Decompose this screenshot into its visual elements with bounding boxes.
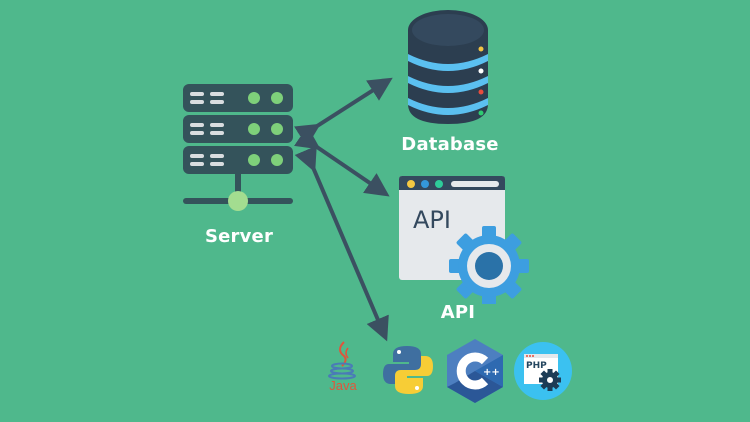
php-label: PHP: [526, 361, 547, 371]
database-node: [406, 8, 490, 126]
server-node: [183, 84, 295, 212]
api-window-icon: API: [399, 176, 529, 304]
arrow-server-database: [294, 77, 393, 147]
api-node: API: [399, 176, 531, 304]
java-node: Java: [326, 340, 360, 400]
database-label: Database: [401, 134, 499, 155]
cpp-plus-text: ++: [483, 367, 500, 378]
api-window-text: API: [413, 206, 451, 234]
arrow-server-languages: [294, 145, 389, 342]
php-icon: PHP: [514, 342, 572, 400]
python-node: [383, 344, 433, 396]
database-icon: [408, 10, 488, 124]
java-label: Java: [329, 378, 357, 393]
gear-icon: [449, 226, 529, 304]
java-icon: [328, 341, 356, 380]
cpp-icon: ++: [447, 339, 503, 403]
python-icon: [383, 346, 433, 394]
cpp-node: ++: [447, 339, 503, 403]
server-icon: [183, 84, 293, 211]
php-node: PHP: [514, 342, 572, 400]
server-label: Server: [204, 226, 274, 247]
arrow-server-api: [294, 126, 390, 197]
api-label: API: [440, 302, 476, 323]
